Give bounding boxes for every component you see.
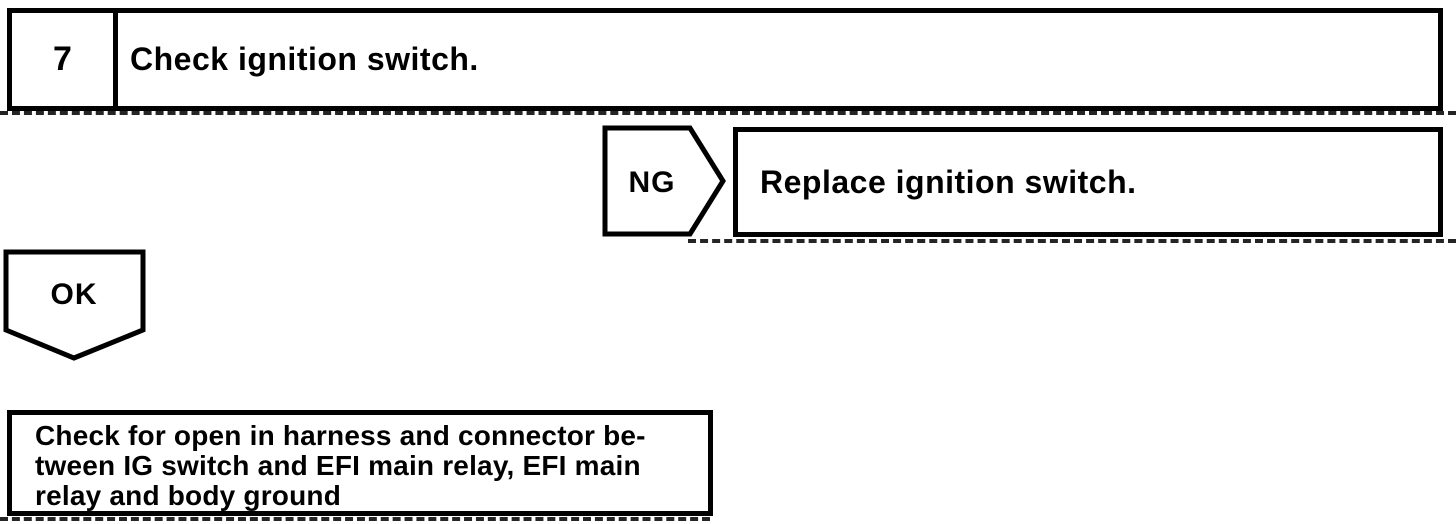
next-check-line-1: Check for open in harness and connector … — [35, 420, 646, 451]
step-box: 7 Check ignition switch. — [7, 8, 1443, 111]
ng-pentagon — [602, 125, 726, 237]
scan-artifact-line — [0, 111, 1456, 115]
ok-label: OK — [51, 278, 98, 311]
ng-connector-shape: NG — [602, 125, 726, 237]
scan-artifact-line — [0, 517, 710, 521]
step-instruction: Check ignition switch. — [130, 41, 479, 77]
next-check-line-3: relay and body ground — [35, 480, 342, 511]
ng-action-box: Replace ignition switch. — [733, 127, 1443, 237]
next-check-box: Check for open in harness and connector … — [7, 410, 713, 516]
ok-connector-shape: OK — [3, 249, 146, 361]
ng-action-text: Replace ignition switch. — [760, 163, 1137, 200]
step-number: 7 — [12, 13, 118, 106]
ng-label: NG — [629, 166, 676, 199]
scan-artifact-line — [688, 239, 1456, 243]
ok-pentagon — [3, 249, 146, 361]
next-check-line-2: tween IG switch and EFI main relay, EFI … — [35, 450, 641, 481]
